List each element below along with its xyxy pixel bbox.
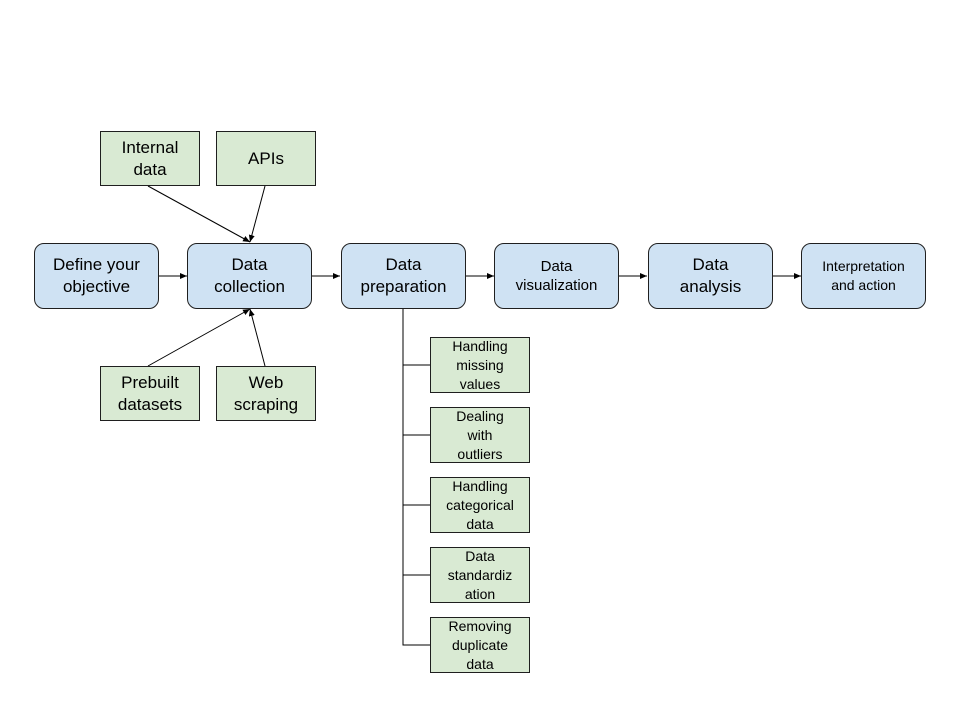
step-data-collection: Data collection	[187, 243, 312, 309]
arrow-prebuilt-to-collection	[147, 308, 251, 367]
prep-task-missing-values: Handling missing values	[430, 337, 530, 393]
arrow-web-to-collection	[248, 308, 266, 367]
source-prebuilt-datasets: Prebuilt datasets	[100, 366, 200, 421]
step-data-preparation: Data preparation	[341, 243, 466, 309]
prep-task-categorical-data: Handling categorical data	[430, 477, 530, 533]
step-data-analysis: Data analysis	[648, 243, 773, 309]
prep-task-duplicates: Removing duplicate data	[430, 617, 530, 673]
step-interpretation-action: Interpretation and action	[801, 243, 926, 309]
source-internal-data: Internal data	[100, 131, 200, 186]
step-data-visualization: Data visualization	[494, 243, 619, 309]
arrow-apis-to-collection	[248, 185, 266, 243]
prep-task-outliers: Dealing with outliers	[430, 407, 530, 463]
source-web-scraping: Web scraping	[216, 366, 316, 421]
preparation-tree-trunk	[402, 309, 430, 646]
arrow-internal-to-collection	[147, 185, 251, 243]
step-define-objective: Define your objective	[34, 243, 159, 309]
source-apis: APIs	[216, 131, 316, 186]
prep-task-standardization: Data standardiz ation	[430, 547, 530, 603]
